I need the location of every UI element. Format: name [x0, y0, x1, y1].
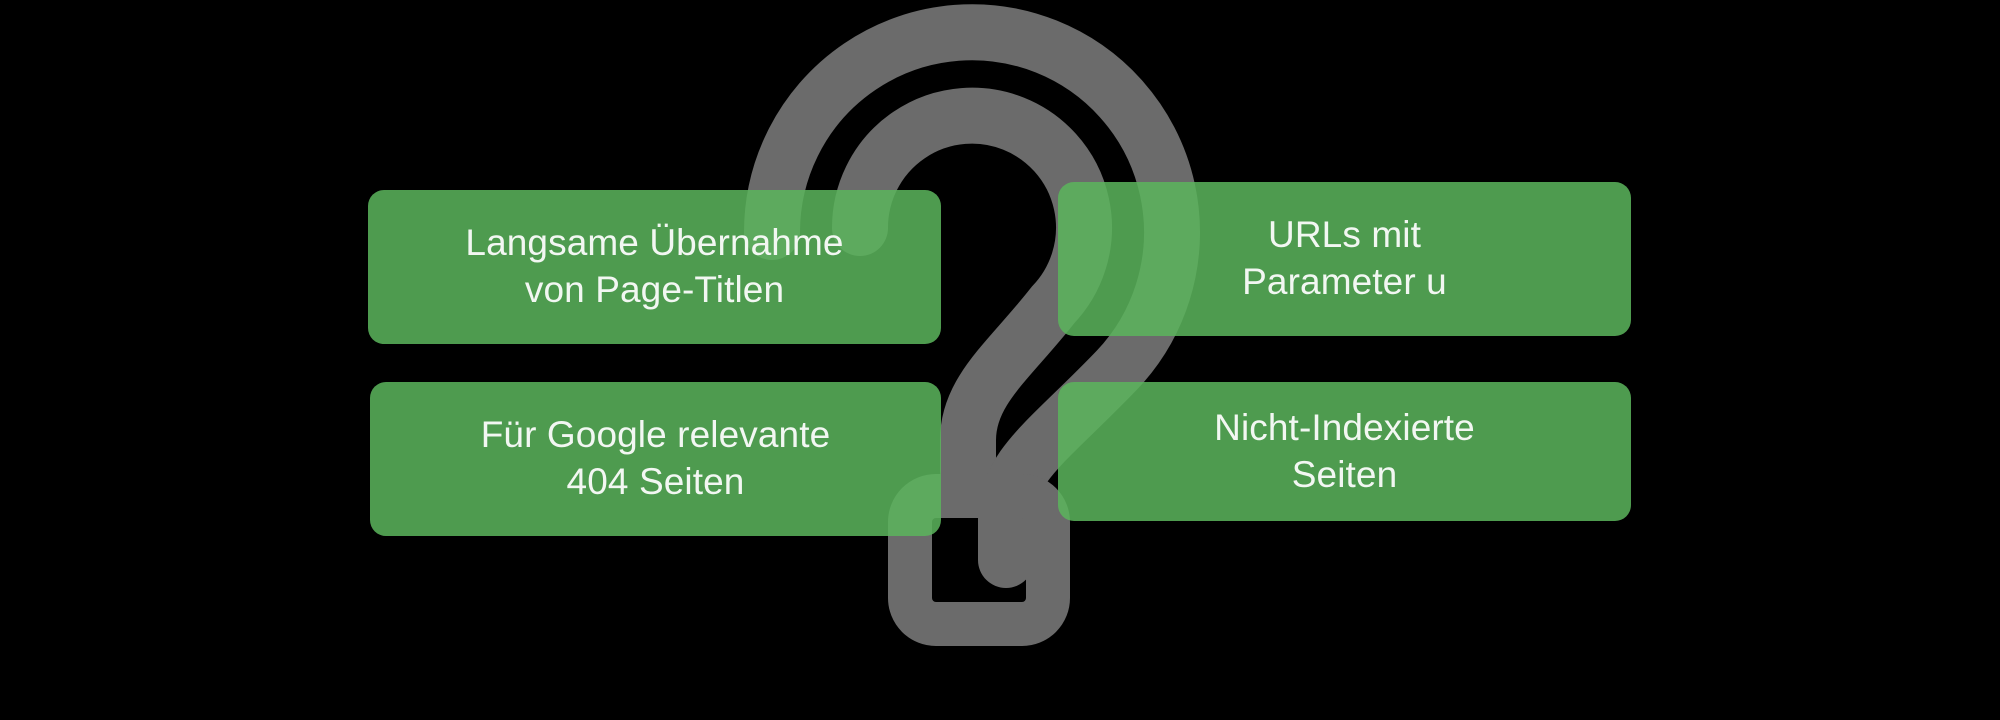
issue-box-line-1: Langsame Übernahme [465, 222, 844, 264]
issue-box-line-2: Parameter u [1242, 261, 1447, 302]
issue-box-urls-with-parameters[interactable]: URLs mit Parameter u [1058, 182, 1631, 336]
issue-box-slow-title-adoption[interactable]: Langsame Übernahme von Page-Titlen [368, 190, 941, 344]
issue-box-line-1: Nicht-Indexierte [1214, 406, 1475, 448]
issue-box-relevant-404-pages[interactable]: Für Google relevante 404 Seiten [370, 382, 941, 536]
issue-box-line-1: URLs mit [1268, 214, 1421, 256]
issue-box-line-1: Für Google relevante [480, 414, 831, 456]
issue-box-non-indexed-pages[interactable]: Nicht-Indexierte Seiten [1058, 382, 1631, 521]
issue-box-line-2: von Page-Titlen [524, 269, 785, 310]
issue-box-line-2: 404 Seiten [566, 461, 745, 502]
issue-box-line-2: Seiten [1291, 453, 1398, 495]
